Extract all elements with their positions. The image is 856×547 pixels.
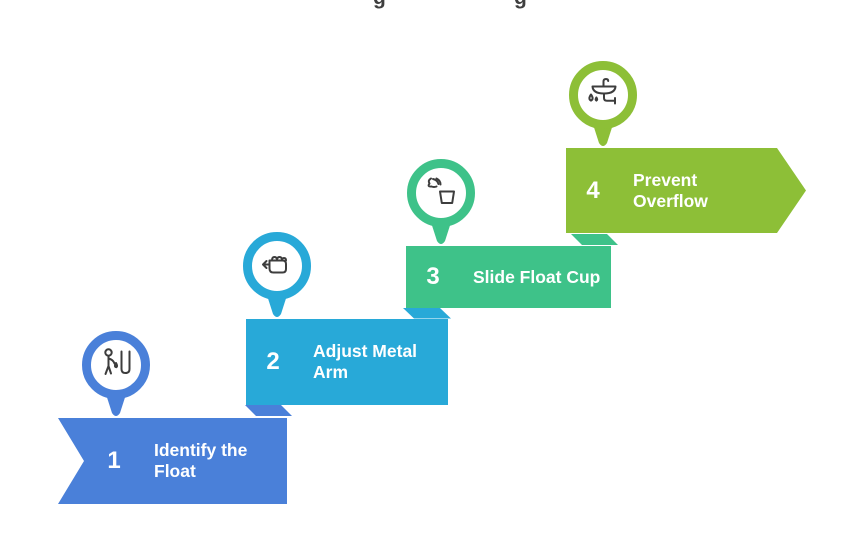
clipped-title-letter: g bbox=[514, 0, 527, 10]
ribbon-fold-step2 bbox=[403, 308, 451, 319]
clipped-title-letter: g bbox=[373, 0, 386, 10]
sink-overflow-icon bbox=[588, 78, 617, 105]
pin-ring bbox=[243, 232, 311, 300]
ribbon-fold-step3 bbox=[571, 234, 618, 245]
step-label: Prevent Overflow bbox=[633, 169, 708, 211]
step-2-pin bbox=[239, 228, 315, 322]
step-number: 1 bbox=[107, 447, 121, 474]
hand-over-cup-icon bbox=[427, 177, 455, 204]
step-number: 2 bbox=[266, 348, 280, 375]
step-banner-1: 1 Identify the Float bbox=[58, 418, 287, 504]
step-3-pin bbox=[403, 155, 479, 249]
step-number: 4 bbox=[586, 176, 600, 204]
step-banner-3: 3 Slide Float Cup bbox=[406, 246, 611, 308]
step-4-pin bbox=[565, 57, 641, 151]
hand-gripping-arm-icon bbox=[262, 256, 287, 274]
ribbon-fold-step1 bbox=[245, 405, 292, 416]
step-label: Adjust Metal Arm bbox=[313, 341, 418, 382]
step-label: Identify the Float bbox=[154, 440, 248, 481]
step-banner-4: 4 Prevent Overflow bbox=[566, 148, 806, 233]
step-label: Slide Float Cup bbox=[473, 266, 601, 287]
step-1-pin bbox=[78, 327, 154, 421]
step-banner-2: 2 Adjust Metal Arm bbox=[246, 319, 448, 405]
step-number: 3 bbox=[426, 263, 440, 290]
person-at-toilet-icon bbox=[104, 348, 131, 375]
